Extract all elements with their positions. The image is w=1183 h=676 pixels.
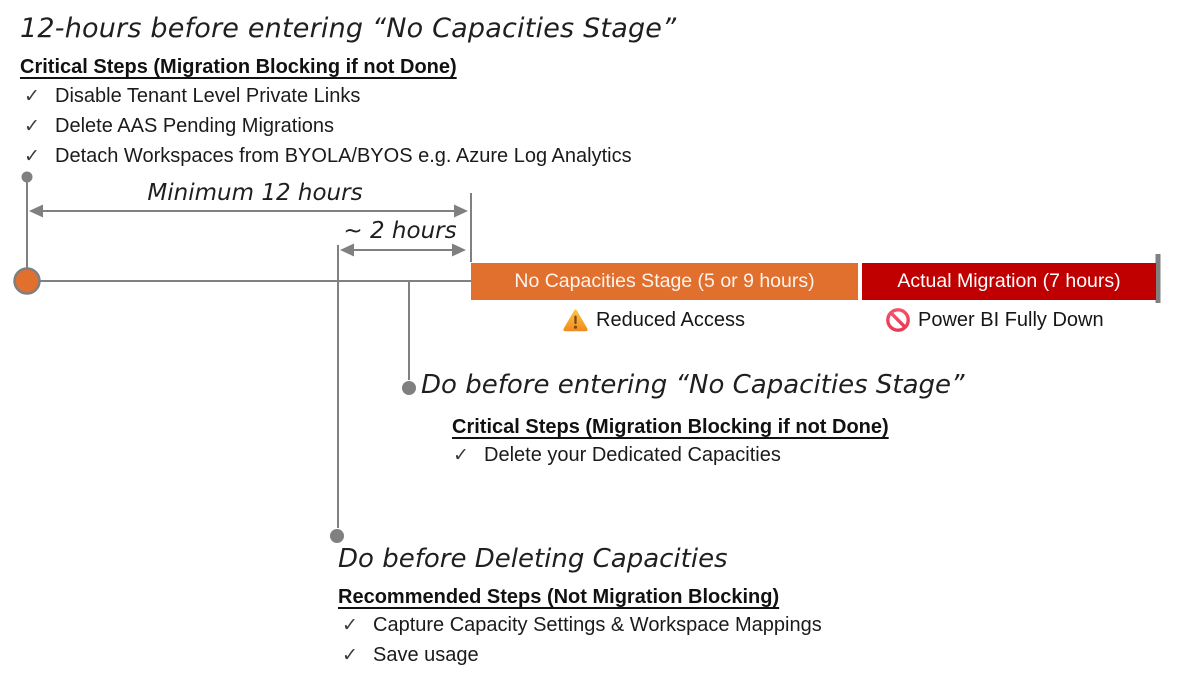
checkmark-icon: ✓: [342, 615, 358, 636]
check-item-label: Detach Workspaces from BYOLA/BYOS e.g. A…: [55, 145, 632, 167]
approx2-arrowhead-right: [452, 243, 466, 257]
check-item-label: Delete your Dedicated Capacities: [484, 444, 781, 466]
bottom-check-list: ✓ Capture Capacity Settings & Workspace …: [342, 614, 822, 667]
check-item: ✓ Capture Capacity Settings & Workspace …: [342, 614, 822, 637]
approx2-arrowhead-left: [340, 243, 354, 257]
checkmark-icon: ✓: [453, 445, 469, 466]
min12-arrowhead-right: [454, 204, 468, 218]
mid-note-title: Do before entering “No Capacities Stage”: [421, 370, 965, 400]
min12-hours-label: Minimum 12 hours: [147, 180, 363, 206]
check-item-label: Disable Tenant Level Private Links: [55, 85, 361, 107]
bottom-note-title: Do before Deleting Capacities: [338, 544, 728, 574]
mid-critical-steps-heading: Critical Steps (Migration Blocking if no…: [452, 416, 889, 438]
no-entry-icon: [886, 308, 910, 332]
top-title: 12-hours before entering “No Capacities …: [20, 13, 677, 44]
check-item: ✓ Save usage: [342, 644, 822, 667]
check-item: ✓ Delete AAS Pending Migrations: [24, 115, 632, 138]
checkmark-icon: ✓: [342, 645, 358, 666]
check-item: ✓ Delete your Dedicated Capacities: [453, 444, 781, 467]
top-check-list: ✓ Disable Tenant Level Private Links ✓ D…: [24, 85, 632, 168]
timeline-start-dot: [21, 171, 33, 183]
check-item: ✓ Detach Workspaces from BYOLA/BYOS e.g.…: [24, 145, 632, 168]
check-item: ✓ Disable Tenant Level Private Links: [24, 85, 632, 108]
actual-migration-bar: Actual Migration (7 hours): [862, 263, 1156, 300]
min12-arrowhead-left: [29, 204, 43, 218]
check-item-label: Delete AAS Pending Migrations: [55, 115, 335, 137]
check-item-label: Capture Capacity Settings & Workspace Ma…: [373, 614, 822, 636]
warning-icon: [563, 309, 588, 332]
approx-2-hours-label: ~ 2 hours: [343, 218, 457, 244]
bottom-note-dot: [330, 529, 344, 543]
power-bi-down-caption: Power BI Fully Down: [886, 308, 1104, 332]
no-capacities-stage-bar: No Capacities Stage (5 or 9 hours): [471, 263, 858, 300]
actual-migration-bar-label: Actual Migration (7 hours): [897, 270, 1121, 292]
mid-check-list: ✓ Delete your Dedicated Capacities: [453, 444, 781, 467]
top-critical-steps-heading: Critical Steps (Migration Blocking if no…: [20, 56, 457, 78]
reduced-access-label: Reduced Access: [596, 308, 745, 331]
check-item-label: Save usage: [373, 644, 479, 666]
timeline-origin-circle: [13, 267, 41, 295]
bottom-recommended-steps-heading: Recommended Steps (Not Migration Blockin…: [338, 586, 780, 608]
checkmark-icon: ✓: [24, 146, 40, 167]
checkmark-icon: ✓: [24, 86, 40, 107]
reduced-access-caption: Reduced Access: [563, 308, 745, 332]
power-bi-down-label: Power BI Fully Down: [918, 308, 1104, 331]
mid-note-dot: [402, 381, 416, 395]
no-capacities-stage-bar-label: No Capacities Stage (5 or 9 hours): [514, 270, 815, 292]
checkmark-icon: ✓: [24, 116, 40, 137]
